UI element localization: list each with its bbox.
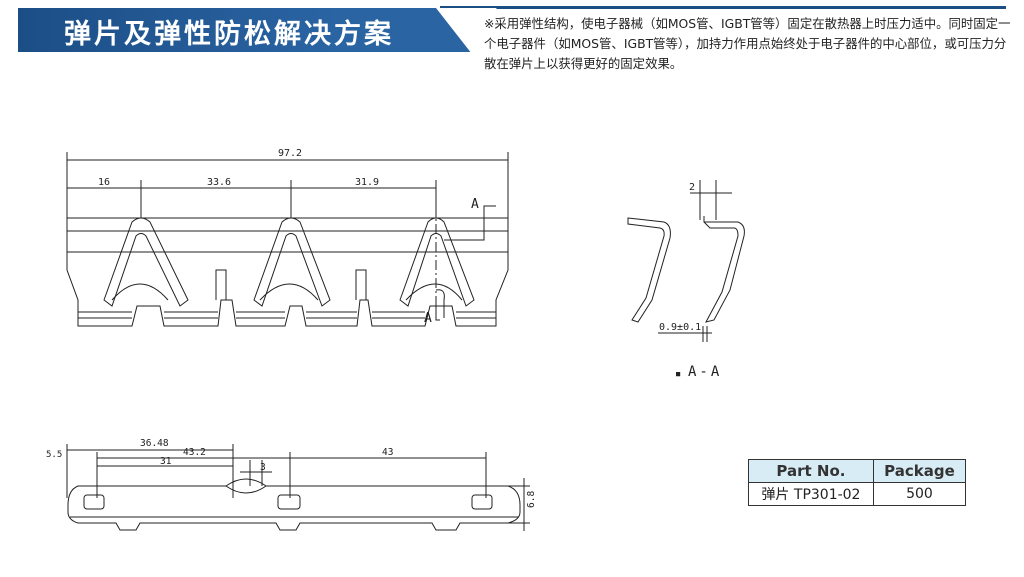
package-cell: 500 — [872, 482, 967, 506]
top-view — [66, 152, 509, 327]
header-rule — [440, 6, 1006, 9]
dim-height: 6.8 — [526, 491, 537, 508]
description-text: ※采用弹性结构，使电子器械（如MOS管、IGBT管等）固定在散热器上时压力适中。… — [484, 16, 1011, 71]
table-row: 弹片 TP301-02 500 — [748, 482, 967, 506]
side-view — [66, 444, 530, 531]
dim-3: 3 — [260, 462, 266, 473]
header-part-no: Part No. — [748, 459, 874, 483]
dim-31: 31 — [160, 456, 172, 467]
dim-36: 36.48 — [140, 438, 169, 449]
section-mark-top: A — [471, 197, 479, 212]
dim-third: 31.9 — [355, 177, 379, 188]
section-mark-bottom: A — [424, 311, 432, 326]
page-title: 弹片及弹性防松解决方案 — [64, 19, 394, 50]
section-label: A-A — [688, 364, 722, 380]
dim-43: 43 — [382, 447, 393, 458]
part-number-cell: 弹片 TP301-02 — [748, 482, 874, 506]
dim-total: 97.2 — [278, 148, 302, 159]
dim-left: 5.5 — [46, 450, 62, 460]
dim-43-2: 43.2 — [183, 447, 206, 458]
dim-gap: 2 — [689, 182, 695, 193]
dim-thickness: 0.9±0.1 — [659, 322, 701, 333]
parts-table: Part No. Package 弹片 TP301-02 500 — [748, 459, 967, 506]
section-view — [627, 180, 745, 342]
header-package: Package — [872, 459, 967, 483]
dim-first: 16 — [98, 177, 110, 188]
dim-second: 33.6 — [207, 177, 231, 188]
title-banner — [18, 8, 476, 52]
section-prefix: ■ — [676, 370, 681, 378]
